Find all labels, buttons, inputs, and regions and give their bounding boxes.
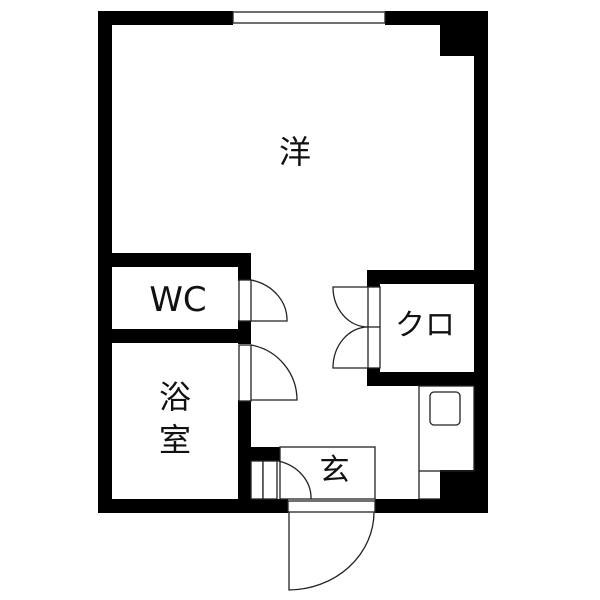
closet-label: クロ (395, 308, 455, 343)
western-room-label: 洋 (278, 133, 311, 171)
bathroom-label-line1: 浴 (158, 378, 191, 416)
walls (98, 11, 488, 513)
bathroom-label-line2: 室 (158, 421, 191, 459)
entrance-label: 玄 (319, 453, 350, 488)
toilet-label: WC (149, 280, 207, 320)
fixtures (232, 11, 475, 591)
